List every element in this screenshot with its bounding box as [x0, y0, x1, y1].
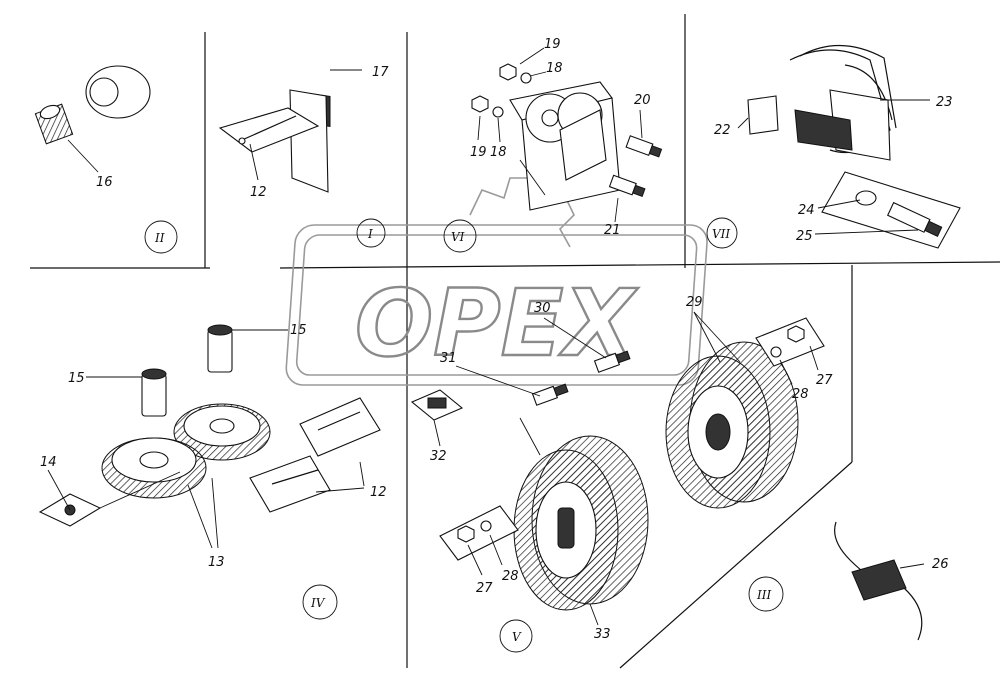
part-bracket-assembly-vi [471, 47, 663, 223]
part-drum-v [410, 317, 649, 626]
section-marker-iv [302, 584, 338, 620]
callout-15-left: 15 [68, 371, 85, 386]
section-marker-v [499, 619, 533, 653]
section-label-vii: VII [712, 227, 730, 241]
panel-dividers [30, 14, 1000, 669]
watermark-text: OPEX [355, 270, 638, 377]
watermark: OPEX [285, 177, 708, 386]
callout-18-left: 18 [490, 145, 507, 160]
section-label-v: V [512, 630, 522, 644]
callout-23: 23 [936, 95, 953, 110]
callout-24: 24 [798, 203, 815, 218]
callout-19-left: 19 [470, 145, 487, 160]
callout-18-top: 18 [546, 61, 563, 76]
callout-32: 32 [430, 449, 447, 464]
callout-20: 20 [634, 93, 651, 108]
section-marker-vi [443, 219, 477, 253]
callout-labels: 16 17 12 19 18 19 18 20 21 23 22 24 25 1… [40, 37, 953, 642]
callout-16: 16 [96, 175, 113, 190]
callout-27-right: 27 [816, 373, 833, 388]
section-label-vi: VI [451, 230, 465, 244]
callout-14: 14 [40, 455, 57, 470]
part-gears-iv [38, 324, 381, 549]
callout-26: 26 [932, 557, 949, 572]
callout-31: 31 [440, 351, 457, 366]
section-marker-ii [144, 220, 178, 254]
section-marker-iii [748, 576, 784, 612]
part-clip-assembly-vii [737, 44, 961, 249]
part-17-bracket [218, 69, 362, 193]
callout-28-left: 28 [502, 569, 519, 584]
part-16-bushing [34, 65, 151, 173]
callout-29: 29 [686, 295, 703, 310]
section-label-iii: III [756, 588, 771, 602]
callout-22: 22 [714, 123, 731, 138]
section-marker-vii [706, 217, 738, 249]
callout-12-top: 12 [250, 185, 267, 200]
callout-33: 33 [594, 627, 611, 642]
callout-28-right: 28 [792, 387, 809, 402]
section-label-i: I [367, 227, 373, 241]
callout-12-bottom: 12 [370, 485, 387, 500]
callout-27-left: 27 [476, 581, 493, 596]
callout-30: 30 [534, 301, 551, 316]
section-label-iv: IV [310, 596, 326, 610]
section-markers: II I VI VII IV V III [144, 217, 784, 653]
callout-17: 17 [372, 65, 389, 80]
section-marker-i [356, 218, 386, 248]
callout-21: 21 [604, 223, 621, 238]
part-drum-iii [665, 311, 925, 641]
callout-25: 25 [796, 229, 813, 244]
section-label-ii: II [154, 231, 165, 245]
callout-13: 13 [208, 555, 225, 570]
callout-15-right: 15 [290, 323, 307, 338]
callout-19-top: 19 [544, 37, 561, 52]
